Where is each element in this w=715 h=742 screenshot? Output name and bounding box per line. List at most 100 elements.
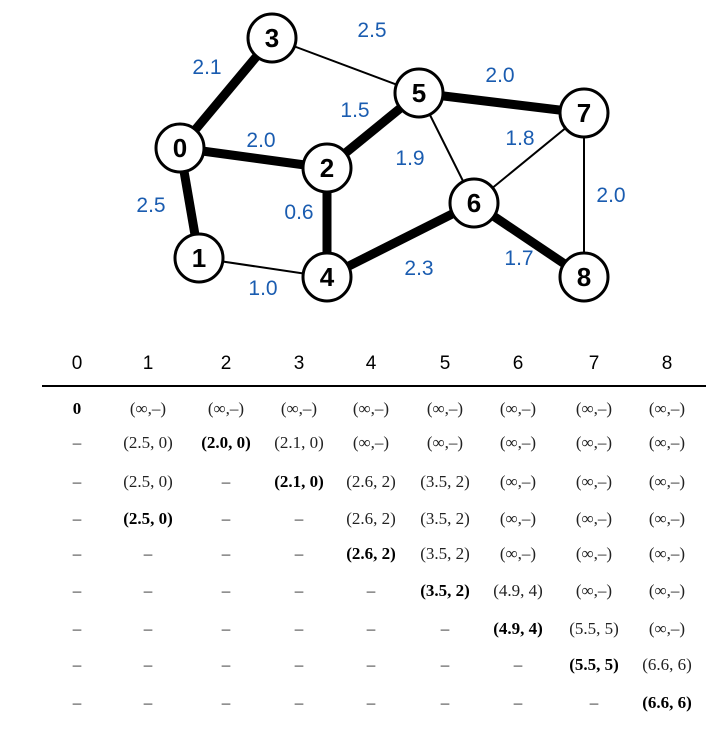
table-cell: (∞,–) <box>649 399 685 418</box>
table-cell: – <box>294 581 304 600</box>
table-cell: – <box>72 619 82 638</box>
table-cell: 0 <box>73 399 82 418</box>
table-cell: – <box>366 619 376 638</box>
column-header: 2 <box>221 353 232 374</box>
table-cell: (∞,–) <box>500 472 536 491</box>
edge-5-7 <box>418 88 585 118</box>
node-7 <box>558 87 610 139</box>
column-header: 5 <box>440 353 451 374</box>
node-label: 0 <box>173 133 187 163</box>
edge-3-5 <box>271 37 420 94</box>
edge-weight-label: 0.6 <box>284 201 313 224</box>
table-cell: (∞,–) <box>649 581 685 600</box>
node-label: 2 <box>320 153 334 183</box>
table-cell: – <box>440 655 450 674</box>
column-header: 7 <box>589 353 600 374</box>
table-cell: – <box>589 693 599 712</box>
table-cell: – <box>221 544 231 563</box>
table-cell: (2.6, 2) <box>346 472 396 491</box>
table-cell: (∞,–) <box>576 544 612 563</box>
table-cell: (6.6, 6) <box>642 693 692 712</box>
table-cell: (2.5, 0) <box>123 433 173 452</box>
table-cell: (3.5, 2) <box>420 472 470 491</box>
table-cell: – <box>143 693 153 712</box>
table-cell: (3.5, 2) <box>420 581 470 600</box>
table-cell: (2.5, 0) <box>123 509 173 528</box>
column-header: 0 <box>72 353 83 374</box>
node-6 <box>448 177 500 229</box>
table-cell: (∞,–) <box>500 544 536 563</box>
table-cell: – <box>143 655 153 674</box>
table-cell: (∞,–) <box>353 433 389 452</box>
edge-weight-label: 1.0 <box>248 277 277 300</box>
edge-weight-label: 1.7 <box>504 247 533 270</box>
table-cell: – <box>72 433 82 452</box>
edge-weight-label: 2.5 <box>136 194 165 217</box>
table-cell: (2.5, 0) <box>123 472 173 491</box>
edge-weight-label: 1.8 <box>505 127 534 150</box>
edge-weight-label: 2.3 <box>404 257 433 280</box>
node-8 <box>558 251 610 303</box>
table-cell: (2.6, 2) <box>346 544 396 563</box>
table-cell: – <box>143 619 153 638</box>
table-cell: – <box>294 693 304 712</box>
table-cell: (∞,–) <box>500 433 536 452</box>
node-label: 3 <box>265 23 279 53</box>
table-cell: – <box>221 509 231 528</box>
edge-4-6 <box>324 198 477 282</box>
table-cell: (∞,–) <box>353 399 389 418</box>
table-cell: (∞,–) <box>130 399 166 418</box>
edge-weight-label: 2.0 <box>246 129 275 152</box>
node-1 <box>173 232 225 284</box>
table-cell: – <box>143 544 153 563</box>
edge-weight-label: 1.5 <box>340 99 369 122</box>
column-header: 8 <box>662 353 673 374</box>
node-label: 1 <box>192 243 206 273</box>
table-cell: – <box>366 581 376 600</box>
table-cell: – <box>72 655 82 674</box>
edge-weight-label: 2.1 <box>192 56 221 79</box>
table-cell: – <box>513 655 523 674</box>
node-label: 4 <box>320 262 335 292</box>
column-header: 1 <box>143 353 154 374</box>
table-cell: (∞,–) <box>649 544 685 563</box>
table-cell: – <box>294 509 304 528</box>
table-cell: – <box>143 581 153 600</box>
table-cell: (2.0, 0) <box>201 433 251 452</box>
table-cell: – <box>72 581 82 600</box>
table-cell: – <box>513 693 523 712</box>
table-cell: (∞,–) <box>649 509 685 528</box>
table-cell: – <box>221 472 231 491</box>
node-3 <box>246 12 298 64</box>
table-cell: (∞,–) <box>649 472 685 491</box>
node-label: 6 <box>467 188 481 218</box>
table-cell: – <box>221 619 231 638</box>
table-cell: – <box>72 509 82 528</box>
edge-weight-label: 1.9 <box>395 147 424 170</box>
table-cell: – <box>440 619 450 638</box>
column-header: 6 <box>513 353 524 374</box>
table-cell: (4.9, 4) <box>493 581 543 600</box>
table-cell: – <box>221 581 231 600</box>
table-cell: – <box>72 472 82 491</box>
column-header: 3 <box>294 353 305 374</box>
edge-weight-label: 2.0 <box>485 64 514 87</box>
table-cell: (6.6, 6) <box>642 655 692 674</box>
column-header: 4 <box>366 353 377 374</box>
node-2 <box>301 142 353 194</box>
node-label: 7 <box>577 98 591 128</box>
table-cell: (∞,–) <box>500 509 536 528</box>
table-cell: (∞,–) <box>427 433 463 452</box>
table-cell: – <box>221 693 231 712</box>
table-cell: (∞,–) <box>576 433 612 452</box>
table-cell: – <box>366 655 376 674</box>
table-cell: (∞,–) <box>576 581 612 600</box>
table-cell: (∞,–) <box>427 399 463 418</box>
node-label: 8 <box>577 262 591 292</box>
table-cell: – <box>294 619 304 638</box>
table-cell: (∞,–) <box>576 472 612 491</box>
table-cell: (4.9, 4) <box>493 619 543 638</box>
table-cell: (3.5, 2) <box>420 509 470 528</box>
table-cell: – <box>440 693 450 712</box>
